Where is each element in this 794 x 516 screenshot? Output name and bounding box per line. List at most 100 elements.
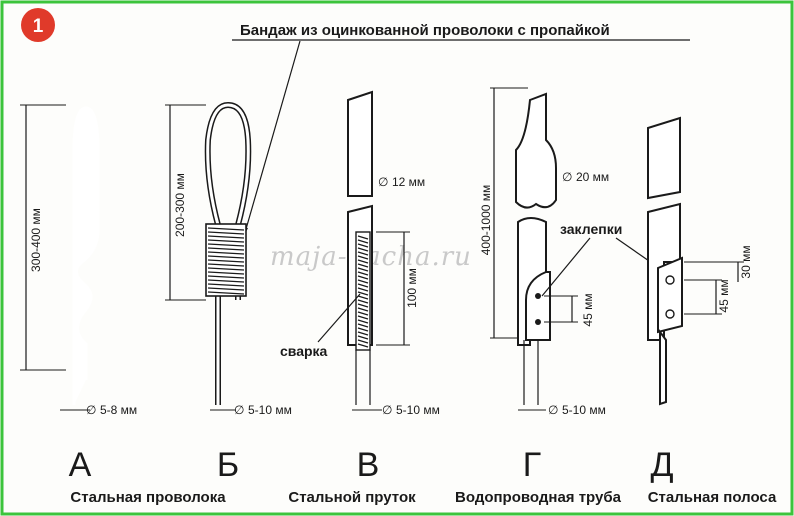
weld-bead [357, 323, 369, 328]
rivet-pointer-g [541, 237, 591, 297]
letter-b: Б [217, 446, 239, 484]
letter-v: В [357, 446, 380, 484]
weld-bead [357, 331, 369, 336]
weld-bead [357, 275, 369, 280]
weld-bead [357, 251, 369, 256]
length-v: 100 мм [405, 268, 419, 308]
rivet-g-1 [535, 293, 541, 299]
caption-a: Стальная проволока [70, 489, 226, 506]
diameter-a: 5-8 мм [100, 403, 137, 417]
weld-bead [357, 335, 369, 340]
header-pointer [243, 40, 301, 237]
bandage-coil [207, 243, 245, 247]
length-b: 200-300 мм [173, 173, 187, 237]
letter-g: Г [523, 446, 541, 484]
caption-v: Стальной пруток [288, 489, 416, 506]
weld-bead [357, 311, 369, 316]
bandage-coil [207, 235, 245, 239]
weld-seam [357, 235, 369, 348]
bandage-coil [207, 255, 245, 259]
flattened-end-g [525, 271, 551, 341]
rivet-g-2 [535, 319, 541, 325]
bandage-coil [207, 239, 245, 243]
weld-bead [357, 299, 369, 304]
weld-bead [357, 263, 369, 268]
diameter-v-sym: ∅ [382, 403, 392, 417]
weld-bead [357, 247, 369, 252]
wire-loop-a-fill [72, 106, 100, 405]
rivet-label: заклепки [560, 221, 622, 237]
weld-bead [357, 267, 369, 272]
weld-bead [357, 287, 369, 292]
rivet-d-2 [665, 309, 675, 319]
bandage-coil [207, 247, 245, 251]
diameter-b: 5-10 мм [248, 403, 292, 417]
bandage-coil [207, 263, 245, 267]
bandage-coil [207, 291, 245, 295]
weld-bead [357, 243, 369, 248]
letter-a: А [69, 446, 92, 484]
strip-d-joint [657, 256, 683, 334]
weld-pointer [317, 293, 361, 343]
weld-bead [357, 307, 369, 312]
bandage-coil [207, 275, 245, 279]
pipe-g-top [515, 92, 557, 209]
variant-d: 45 мм 30 мм Д Стальная полоса [647, 116, 777, 506]
weld-bead [357, 315, 369, 320]
bandage-coil [207, 227, 245, 231]
hole-spacing-g: 45 мм [581, 293, 595, 326]
letter-d: Д [650, 446, 673, 484]
bandage-coil [207, 271, 245, 275]
length-a: 300-400 мм [29, 208, 43, 272]
bandage-coil [207, 283, 245, 287]
figure-number: 1 [33, 16, 44, 37]
diameter-v: 5-10 мм [396, 403, 440, 417]
pipe-v-diameter: 12 мм [392, 175, 425, 189]
bandage-coil [207, 251, 245, 255]
wire-loop-b-fill [206, 103, 250, 405]
weld-bead [357, 295, 369, 300]
weld-bead [357, 279, 369, 284]
bandage-coil [207, 279, 245, 283]
caption-g: Водопроводная труба [455, 489, 622, 506]
dim-d-a: 45 мм [717, 279, 731, 312]
weld-bead [357, 319, 369, 324]
header-label: Бандаж из оцинкованной проволоки с пропа… [240, 22, 610, 39]
diameter-b-sym: ∅ [234, 403, 244, 417]
rod-d [659, 329, 667, 406]
bandage-coil [207, 259, 245, 263]
diameter-g: 5-10 мм [562, 403, 606, 417]
weld-bead [357, 239, 369, 244]
dim-d-b: 30 мм [739, 245, 753, 278]
weld-bead [357, 291, 369, 296]
weld-label: сварка [280, 343, 328, 359]
weld-bead [357, 339, 369, 344]
rivet-d-1 [665, 275, 675, 285]
diameter-a-sym: ∅ [86, 403, 96, 417]
strip-d-top [647, 116, 681, 200]
weld-bead [357, 303, 369, 308]
bandage-coil [207, 231, 245, 235]
weld-bead [357, 283, 369, 288]
pipe-g-dia-sym: ∅ [562, 170, 572, 184]
bandage-coils [207, 227, 245, 295]
weld-bead [357, 235, 369, 240]
length-g: 400-1000 мм [479, 185, 493, 256]
variant-a: 300-400 мм ∅ 5-8 мм А Стальная проволока [20, 104, 226, 506]
bandage-coil [207, 267, 245, 271]
figure-number-badge [21, 8, 55, 42]
pipe-v-dia-sym: ∅ [378, 175, 388, 189]
weld-bead [357, 259, 369, 264]
diameter-g-sym: ∅ [548, 403, 558, 417]
caption-d: Стальная полоса [648, 489, 777, 506]
weld-bead [357, 343, 369, 348]
variant-v: ∅ 12 мм 100 мм сварка ∅ 5-10 мм В Стальн… [280, 90, 440, 506]
pipe-g-diameter: 20 мм [576, 170, 609, 184]
variant-b: 200-300 мм ∅ 5-10 мм Б [165, 101, 292, 484]
bandage-coil [207, 287, 245, 291]
weld-bead [357, 327, 369, 332]
weld-bead [357, 255, 369, 260]
